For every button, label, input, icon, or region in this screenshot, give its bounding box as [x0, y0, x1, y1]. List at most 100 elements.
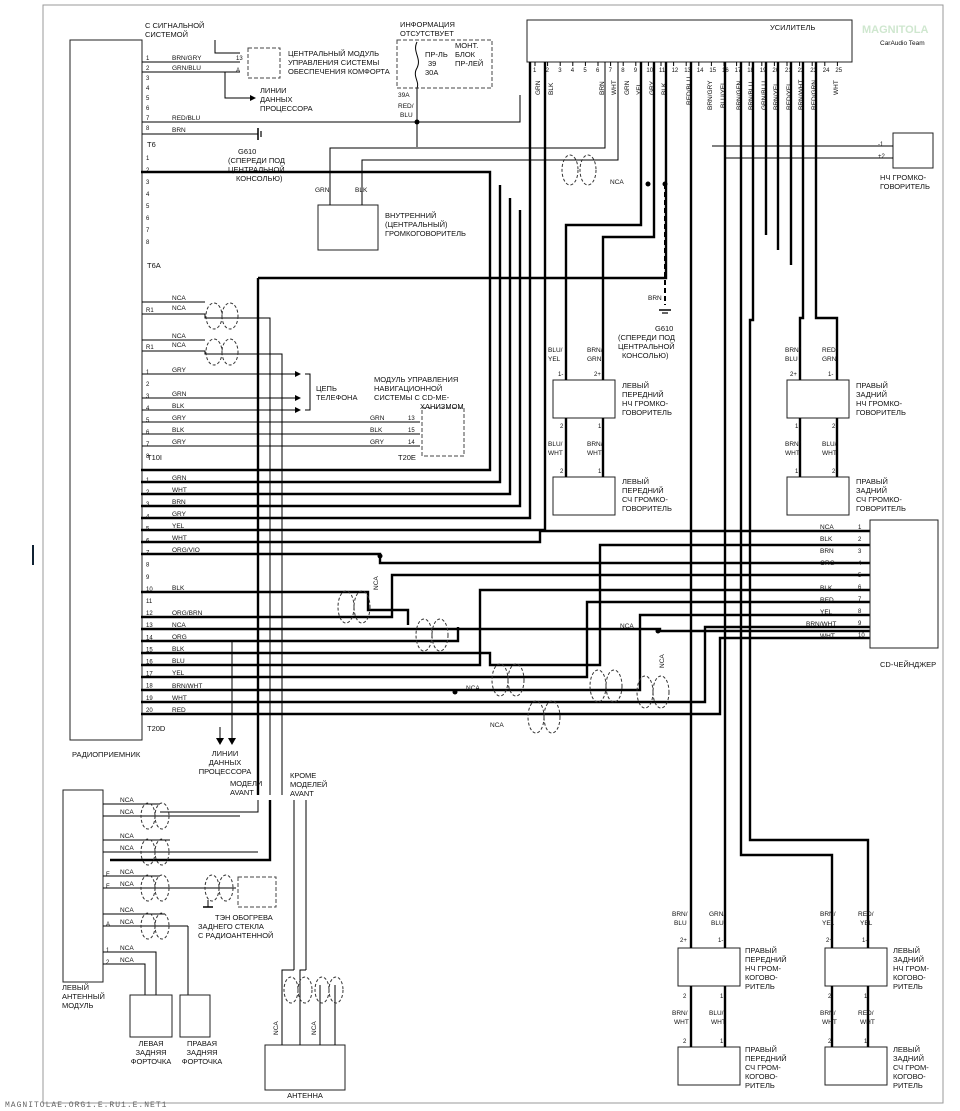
svg-text:NCA: NCA	[620, 623, 634, 630]
amp-wire-labels: GRN BLK BRN WHT GRN YEL GRY BLK RED/BLU …	[535, 77, 840, 110]
svg-text:WHT: WHT	[674, 1019, 689, 1026]
svg-text:BLK: BLK	[172, 403, 185, 410]
heater-line3: С РАДИОАНТЕННОЙ	[198, 931, 273, 940]
rf-mid-line4: КОГОВО-	[745, 1072, 778, 1081]
t20d-pin: 10	[146, 587, 153, 593]
svg-text:YEL: YEL	[172, 523, 185, 530]
svg-text:2+: 2+	[826, 938, 833, 944]
svg-text:BLK: BLK	[548, 82, 555, 95]
nav-pin-15: 15	[408, 428, 415, 434]
svg-text:2: 2	[832, 424, 836, 430]
phone-line1: ЦЕПЬ	[316, 384, 337, 393]
rr-bass-line1: ПРАВЫЙ	[856, 381, 888, 390]
svg-text:WHT: WHT	[833, 80, 840, 95]
rr-mid-line4: ГОВОРИТЕЛЬ	[856, 504, 906, 513]
svg-text:BRN/WHT: BRN/WHT	[806, 621, 836, 628]
svg-text:1: 1	[146, 56, 150, 62]
lf-bass-line1: ЛЕВЫЙ	[622, 381, 649, 390]
t20d-pin: 12	[146, 611, 153, 617]
right-window-line1: ПРАВАЯ	[187, 1039, 217, 1048]
svg-text:-1: -1	[878, 142, 884, 148]
wire-label-lf-bluwht: BLU/	[548, 441, 563, 448]
svg-text:BRN/WHT: BRN/WHT	[798, 80, 805, 110]
antenna-module-wires: NCA NCA NCA NCA F NCA F NCA NCA A NCA 1 …	[103, 797, 258, 995]
svg-text:RED/: RED/	[858, 1010, 874, 1017]
wire-label-lf-wht: WHT	[548, 450, 563, 457]
svg-text:GRY: GRY	[172, 415, 187, 422]
wire-label-center-blk: BLK	[355, 187, 368, 194]
svg-text:1: 1	[720, 994, 724, 1000]
t6a-pins: 12 34 56 78	[146, 156, 150, 246]
svg-text:BRN: BRN	[172, 499, 186, 506]
left-window-line2: ЗАДНЯЯ	[135, 1048, 166, 1057]
brand-logo: MAGNITOLA	[862, 24, 928, 36]
ground-left-2: (СПЕРЕДИ ПОД	[228, 156, 285, 165]
svg-text:ORG/VIO: ORG/VIO	[172, 547, 200, 554]
comfort-module-line1: ЦЕНТРАЛЬНЫЙ МОДУЛЬ	[288, 49, 379, 58]
svg-text:GRN: GRN	[535, 80, 542, 95]
svg-text:2+: 2+	[594, 372, 601, 378]
lr-bass-line5: РИТЕЛЬ	[893, 982, 923, 991]
nav-wire-blk: BLK	[370, 427, 383, 434]
svg-text:2: 2	[560, 469, 564, 475]
cdc-pin: 3	[858, 549, 862, 555]
ground-symbol-left	[257, 128, 262, 140]
fuse-line1: ПР-ЛЬ	[425, 50, 448, 59]
t20d-shields: NCA NCA NCA NCA NCA	[337, 553, 670, 734]
svg-text:NCA: NCA	[172, 342, 186, 349]
wire-label-brn-ground: BRN	[648, 295, 662, 302]
amp-pin: 21	[785, 68, 792, 74]
svg-text:GRN: GRN	[624, 80, 631, 95]
svg-text:GRY: GRY	[649, 80, 656, 95]
svg-text:GRN: GRN	[172, 391, 187, 398]
svg-text:NCA: NCA	[466, 685, 480, 692]
svg-text:R1: R1	[146, 308, 154, 314]
lr-bass-box	[824, 947, 888, 987]
amp-pin: 10	[646, 68, 653, 74]
amplifier-unit	[526, 19, 853, 63]
svg-text:3: 3	[146, 76, 150, 82]
amp-long-verticals	[689, 62, 870, 935]
svg-text:BRN: BRN	[820, 548, 834, 555]
svg-text:NCA: NCA	[659, 654, 666, 668]
t20d-pin: 17	[146, 672, 153, 678]
antenna-module-box	[62, 789, 104, 983]
svg-text:BLK: BLK	[820, 536, 833, 543]
svg-text:NCA: NCA	[120, 907, 134, 914]
t10i-pin: 1	[146, 370, 150, 376]
rr-mid-line2: ЗАДНИЙ	[856, 486, 887, 495]
amp-pin: 15	[709, 68, 716, 74]
svg-text:1: 1	[864, 994, 868, 1000]
svg-text:2: 2	[683, 994, 687, 1000]
svg-text:2: 2	[106, 960, 110, 966]
antenna-label: АНТЕННА	[287, 1091, 323, 1100]
svg-text:WHT: WHT	[822, 1019, 837, 1026]
lr-bass-line4: КОГОВО-	[893, 973, 926, 982]
nav-wire-gry: GRY	[370, 439, 385, 446]
connector-t6: T6	[147, 140, 156, 149]
wire-label-rr-wht: WHT	[785, 450, 800, 457]
t20d-pin: 14	[146, 635, 153, 641]
lr-bass-line3: НЧ ГРОМ-	[893, 964, 929, 973]
signal-system-line2: СИСТЕМОЙ	[145, 30, 188, 39]
cdc-pin: 2	[858, 537, 862, 543]
svg-text:BRN/GRY: BRN/GRY	[707, 80, 714, 110]
svg-text:4: 4	[146, 192, 150, 198]
svg-text:YEL: YEL	[636, 82, 643, 95]
lf-mid-line2: ПЕРЕДНИЙ	[622, 486, 664, 495]
svg-text:NCA: NCA	[311, 1021, 318, 1035]
cdc-pin: 10	[858, 633, 865, 639]
t10i-pin: 7	[146, 442, 150, 448]
lr-mid-box	[824, 1046, 888, 1086]
wire-label-rr-brn: BRN/	[785, 347, 801, 354]
shield-amp-2	[579, 154, 597, 186]
cdc-pin: 4	[858, 561, 862, 567]
svg-text:ORG: ORG	[820, 560, 835, 567]
svg-text:GRN: GRN	[172, 475, 187, 482]
svg-text:YEL: YEL	[172, 670, 185, 677]
svg-text:2: 2	[560, 424, 564, 430]
svg-text:1: 1	[106, 948, 110, 954]
lf-bass-line2: ПЕРЕДНИЙ	[622, 390, 664, 399]
